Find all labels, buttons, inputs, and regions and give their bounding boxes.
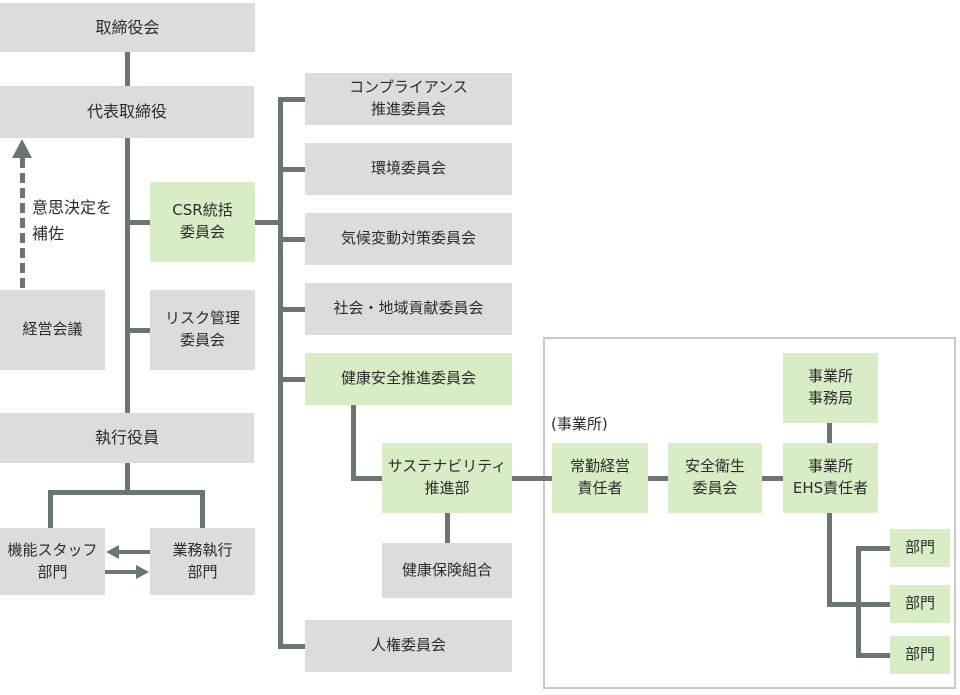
node-compliance-committee: コンプライアンス 推進委員会: [305, 73, 512, 125]
connector-exec-branch: [47, 490, 205, 495]
connector-office-ehs: [826, 423, 832, 443]
connector-dept1-stub: [855, 545, 890, 551]
node-management-meeting: 経営会議: [0, 290, 105, 370]
node-human-rights-committee: 人権委員会: [305, 620, 512, 672]
connector-csr-spine: [255, 219, 280, 225]
connector-csr-left: [125, 219, 150, 225]
connector-safety-ehs: [762, 475, 783, 481]
connector-compliance-stub: [277, 96, 305, 102]
node-csr-committee: CSR統括 委員会: [150, 182, 255, 262]
connector-branch-left-drop: [47, 490, 53, 528]
connector-branch-right-drop: [200, 490, 205, 528]
connector-board-ceo: [125, 52, 130, 86]
connector-ceo-exec: [125, 138, 130, 413]
connector-environment-stub: [277, 166, 305, 172]
connector-healthsafety-down: [350, 405, 356, 481]
node-health-insurance-union: 健康保険組合: [382, 543, 512, 598]
connector-sitemanager-safety: [648, 475, 668, 481]
node-board: 取締役会: [0, 3, 255, 52]
node-climate-committee: 気候変動対策委員会: [305, 213, 512, 265]
connector-climate-stub: [277, 236, 305, 242]
connector-humanrights-stub: [277, 643, 305, 649]
site-area-label: (事業所): [551, 415, 608, 433]
connector-sustain-sitemanager: [512, 475, 552, 481]
node-sustainability-dept: サステナビリティ 推進部: [382, 443, 512, 513]
left-arrow-icon: [106, 545, 119, 559]
node-ceo: 代表取締役: [0, 86, 254, 138]
node-department-1: 部門: [890, 529, 950, 567]
connector-sustain-healthins: [444, 513, 450, 543]
node-site-office: 事業所 事務局: [783, 353, 878, 423]
node-department-3: 部門: [890, 636, 950, 674]
node-executive-officers: 執行役員: [0, 413, 254, 463]
connector-committee-spine: [277, 96, 283, 649]
node-safety-hygiene-committee: 安全衛生 委員会: [668, 443, 762, 513]
node-department-2: 部門: [890, 585, 950, 623]
connector-dept-spine: [855, 545, 861, 658]
connector-social-stub: [277, 306, 305, 312]
arrow-biz-to-func-line: [119, 550, 150, 554]
node-site-ehs-manager: 事業所 EHS責任者: [783, 443, 878, 513]
decision-support-label: 意思決定を 補佐: [32, 198, 113, 243]
connector-risk-left: [125, 327, 150, 333]
arrow-func-to-biz-line: [105, 570, 136, 574]
node-environment-committee: 環境委員会: [305, 143, 512, 195]
node-functional-staff-dept: 機能スタッフ 部門: [0, 528, 105, 595]
right-arrow-icon: [136, 565, 149, 579]
node-site-manager: 常勤経営 責任者: [552, 443, 648, 513]
connector-dept3-stub: [855, 652, 890, 658]
node-health-safety-committee: 健康安全推進委員会: [305, 353, 512, 405]
connector-ehs-down: [826, 513, 832, 607]
connector-healthsafety-stub: [277, 376, 305, 382]
connector-healthsafety-sustain: [350, 475, 382, 481]
node-social-contribution-committee: 社会・地域貢献委員会: [305, 283, 512, 335]
site-area-frame: [543, 337, 956, 689]
connector-exec-down: [125, 463, 130, 495]
node-risk-committee: リスク管理 委員会: [150, 290, 255, 370]
up-arrow-icon: [12, 139, 32, 158]
dashed-support-line: [20, 158, 25, 290]
node-business-execution-dept: 業務執行 部門: [150, 528, 255, 595]
